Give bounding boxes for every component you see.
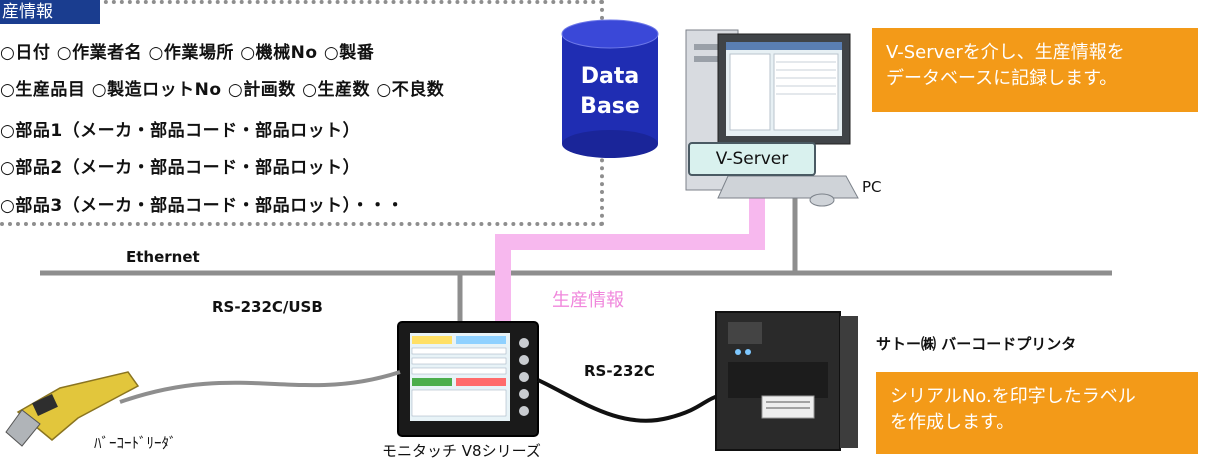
pc-label: PC	[862, 178, 882, 196]
info-line-5: ○部品3（メーカ・部品コード・部品ロット）・・・	[0, 196, 405, 216]
note-top-line2: データベースに記録します。	[886, 68, 1118, 89]
barcode-printer-illustration	[715, 311, 858, 451]
info-line-3: ○部品1（メーカ・部品コード・部品ロット）	[0, 121, 361, 141]
usb-cable	[119, 370, 401, 404]
database-cylinder	[561, 19, 659, 158]
rs232-cable	[537, 378, 719, 423]
vserver-label: V-Server	[688, 142, 816, 176]
touch-panel-label: モニタッチ V8シリーズ	[382, 442, 541, 460]
touch-panel-illustration	[397, 321, 539, 437]
flow-label: 生産情報	[552, 290, 624, 311]
note-bottom-line1: シリアルNo.を印字したラベル	[890, 386, 1136, 407]
barcode-reader-illustration	[5, 371, 140, 447]
pc-illustration	[685, 29, 859, 207]
ethernet-label: Ethernet	[126, 248, 200, 266]
note-label-creation: シリアルNo.を印字したラベル を作成します。	[876, 372, 1198, 454]
info-line-4: ○部品2（メーカ・部品コード・部品ロット）	[0, 158, 361, 178]
rs232-label: RS-232C	[584, 362, 655, 380]
note-database-record: V-Serverを介し、生産情報を データベースに記録します。	[872, 28, 1198, 112]
note-top-line1: V-Serverを介し、生産情報を	[886, 42, 1125, 63]
database-label-line1: Data	[580, 64, 640, 89]
info-line-2: ○生産品目 ○製造ロットNo ○計画数 ○生産数 ○不良数	[0, 80, 445, 100]
info-line-1: ○日付 ○作業者名 ○作業場所 ○機械No ○製番	[0, 43, 375, 63]
rs232-usb-label: RS-232C/USB	[212, 298, 323, 316]
database-label-line2: Base	[580, 94, 640, 119]
production-info-title: 産情報	[0, 0, 100, 24]
barcode-reader-label: ﾊﾞｰｺｰﾄﾞﾘｰﾀﾞ	[94, 434, 177, 452]
note-bottom-line2: を作成します。	[890, 412, 1015, 433]
printer-label: サトー㈱ バーコードプリンタ	[876, 335, 1077, 353]
